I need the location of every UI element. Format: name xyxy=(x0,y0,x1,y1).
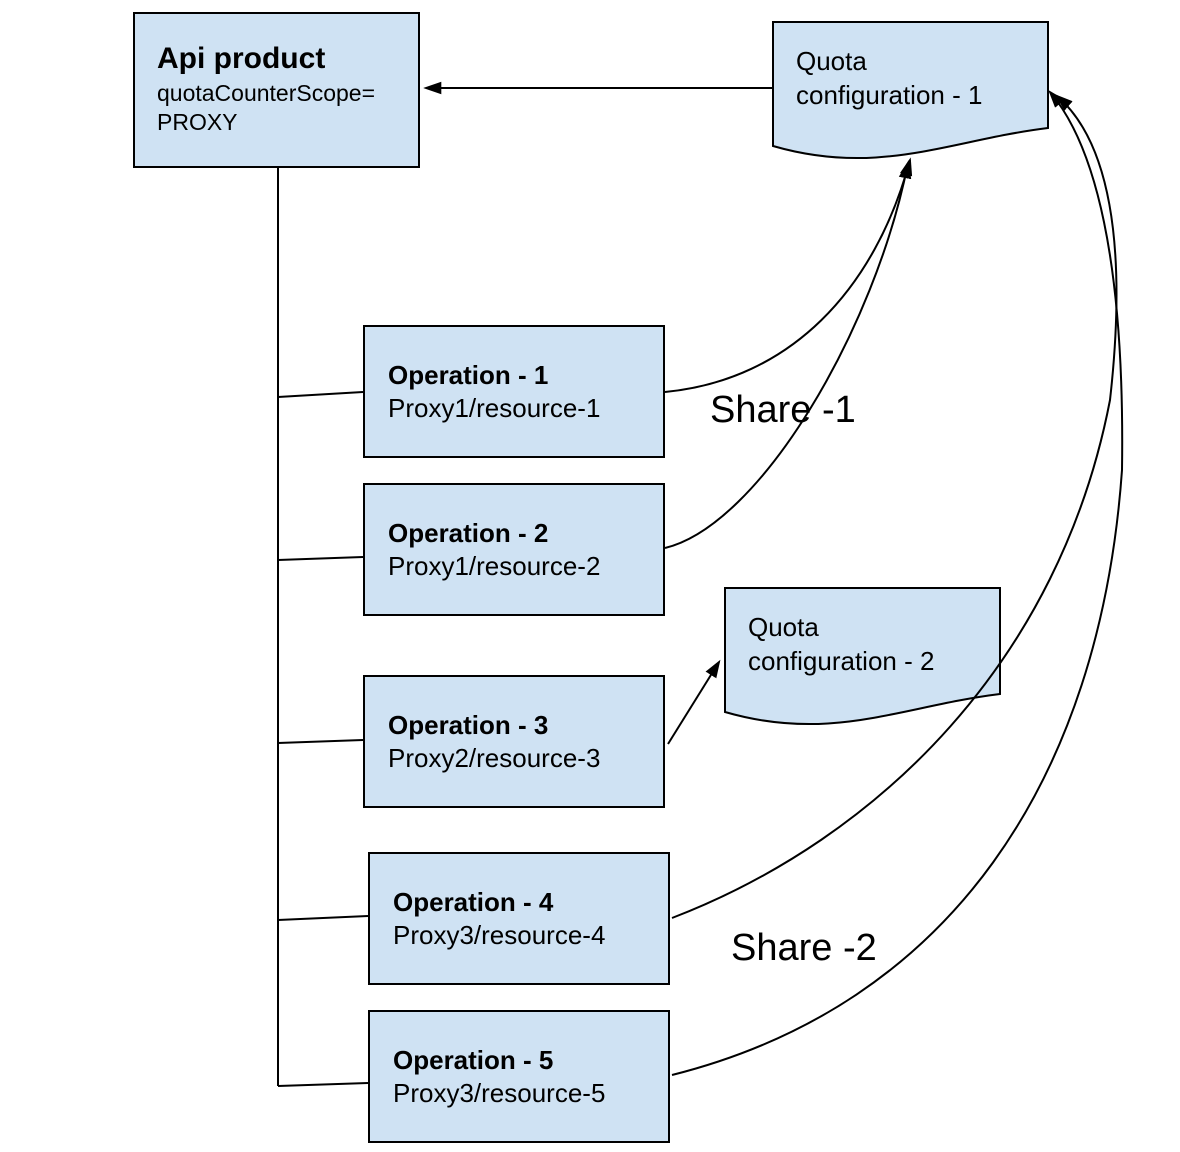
api-product-box: Api product quotaCounterScope= PROXY xyxy=(133,12,420,168)
api-product-title: Api product xyxy=(157,42,326,75)
operation-3-path: Proxy2/resource-3 xyxy=(388,742,601,773)
operation-1-title: Operation - 1 xyxy=(388,359,549,390)
document-shape-quota-config-1 xyxy=(772,21,1049,160)
operation-4-path: Proxy3/resource-4 xyxy=(393,919,606,950)
quota-config-1-label: Quota configuration - 1 xyxy=(796,44,1046,112)
operation-4-title: Operation - 4 xyxy=(393,886,554,917)
document-shape-quota-config-2 xyxy=(724,587,1001,726)
branch-line-operation-1 xyxy=(277,391,364,398)
operation-4-box: Operation - 4 Proxy3/resource-4 xyxy=(368,852,670,985)
branch-line-operation-5 xyxy=(277,1082,369,1087)
quota-config-1-line2: configuration - 1 xyxy=(796,80,983,110)
quota-config-2-line2: configuration - 2 xyxy=(748,646,935,676)
operation-5-path: Proxy3/resource-5 xyxy=(393,1077,606,1108)
curve-operation-2-to-quota1 xyxy=(664,160,912,549)
operation-3-title: Operation - 3 xyxy=(388,709,549,740)
operation-2-box: Operation - 2 Proxy1/resource-2 xyxy=(363,483,665,616)
branch-line-operation-4 xyxy=(277,915,369,921)
arrow-operation-3-to-quota2 xyxy=(667,659,721,745)
operation-5-title: Operation - 5 xyxy=(393,1044,554,1075)
curve-operation-4-to-quota1 xyxy=(671,94,1118,919)
share-1-label: Share -1 xyxy=(710,389,856,431)
curve-operation-1-to-quota1 xyxy=(664,157,913,393)
api-product-scope-value: PROXY xyxy=(157,109,238,135)
curve-operation-5-to-quota1 xyxy=(671,89,1124,1076)
operation-5-box: Operation - 5 Proxy3/resource-5 xyxy=(368,1010,670,1143)
quota-config-2-line1: Quota xyxy=(748,612,819,642)
operation-1-box: Operation - 1 Proxy1/resource-1 xyxy=(363,325,665,458)
share-2-label: Share -2 xyxy=(731,927,877,969)
operation-1-path: Proxy1/resource-1 xyxy=(388,392,601,423)
branch-line-operation-3 xyxy=(277,739,364,744)
operation-2-title: Operation - 2 xyxy=(388,517,549,548)
quota-config-1-line1: Quota xyxy=(796,46,867,76)
operation-3-box: Operation - 3 Proxy2/resource-3 xyxy=(363,675,665,808)
branch-line-operation-2 xyxy=(277,556,364,561)
operation-2-path: Proxy1/resource-2 xyxy=(388,550,601,581)
quota-config-2-label: Quota configuration - 2 xyxy=(748,610,998,678)
api-product-scope-line: quotaCounterScope= xyxy=(157,80,376,106)
